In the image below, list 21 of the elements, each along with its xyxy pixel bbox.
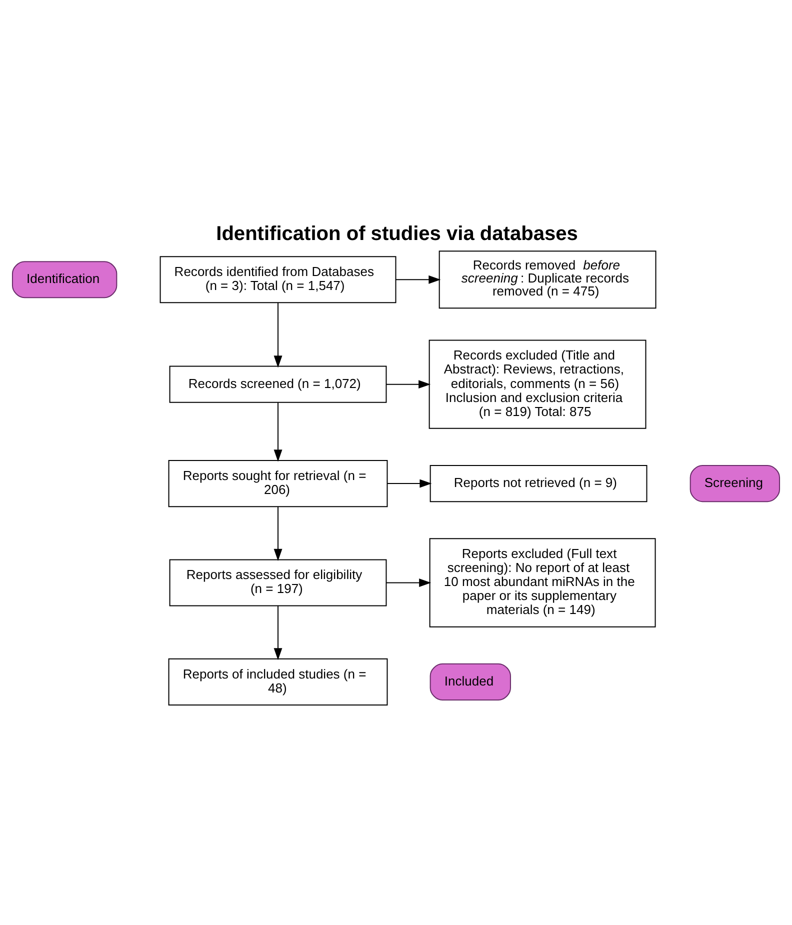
arrow: [386, 578, 432, 586]
node-box: Reports sought for retrieval (n = 206): [168, 460, 388, 507]
node-box: Reports of included studies (n = 48): [168, 658, 388, 705]
node-box: Screening: [690, 464, 780, 502]
arrow: [274, 506, 282, 560]
node-box: Records identified from Databases (n = 3): Total (n = 1,547): [160, 256, 396, 303]
node-box: Records excluded (Title and Abstract): Reviews, retractions, editorials, comments (n = 56) Inclusion and exclusion criteria (n = 819) Total: 875: [428, 339, 646, 428]
arrow: [386, 380, 431, 388]
arrow: [274, 604, 282, 660]
node-box: Reports excluded (Full text screening): No report of at least 10 most abundant miRNAs in the paper or its supplementary materials (n = 149): [429, 538, 656, 627]
node-box: Reports assessed for eligibility (n = 197): [169, 558, 387, 606]
arrow: [395, 274, 441, 284]
node-box: Records removed before screening: Duplicate records removed (n = 475): [438, 250, 656, 308]
arrow: [274, 302, 282, 368]
diagram-title: Identification of studies via databases: [216, 222, 578, 245]
arrow: [274, 402, 282, 462]
node-box: Identification: [12, 260, 118, 298]
node-box: Reports not retrieved (n = 9): [430, 464, 648, 502]
arrow: [386, 478, 432, 488]
node-box: Records screened (n = 1,072): [169, 365, 387, 402]
node-box: Included: [430, 662, 511, 700]
